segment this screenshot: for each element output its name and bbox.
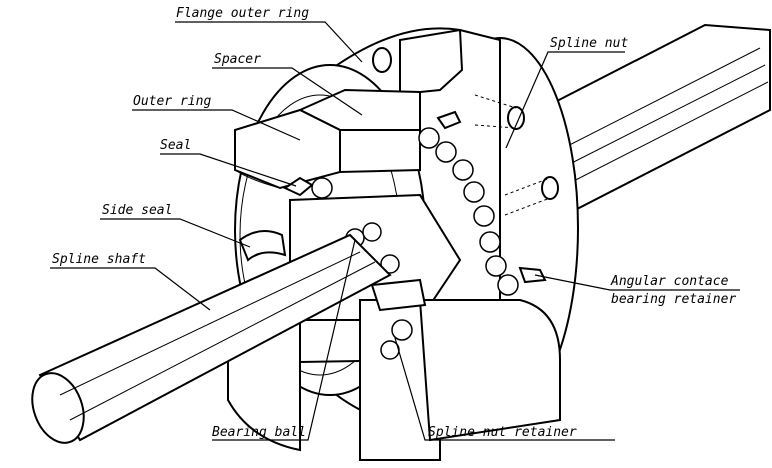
flange-cutaway bbox=[297, 28, 464, 174]
leader-lines bbox=[50, 21, 740, 441]
label-seal: Seal bbox=[160, 138, 191, 153]
label-side-seal: Side seal bbox=[102, 203, 172, 218]
angular-contact-retainer bbox=[436, 110, 547, 284]
label-spline-nut-retainer: Spline nut retainer bbox=[428, 425, 577, 440]
label-outer-ring: Outer ring bbox=[133, 94, 211, 109]
label-angular-contact-1: Angular contace bbox=[610, 274, 729, 289]
label-spacer: Spacer bbox=[214, 52, 261, 67]
label-spline-shaft: Spline shaft bbox=[52, 252, 146, 267]
outer-ring bbox=[234, 108, 341, 190]
label-spline-nut: Spline nut bbox=[550, 36, 628, 51]
spline-shaft-left bbox=[31, 233, 392, 444]
spline-nut-retainer bbox=[370, 278, 427, 312]
label-flange-outer-ring: Flange outer ring bbox=[176, 6, 309, 21]
side-seal bbox=[238, 230, 287, 262]
label-angular-contact-2: bearing retainer bbox=[611, 292, 736, 307]
label-bearing-ball: Bearing ball bbox=[212, 425, 306, 440]
